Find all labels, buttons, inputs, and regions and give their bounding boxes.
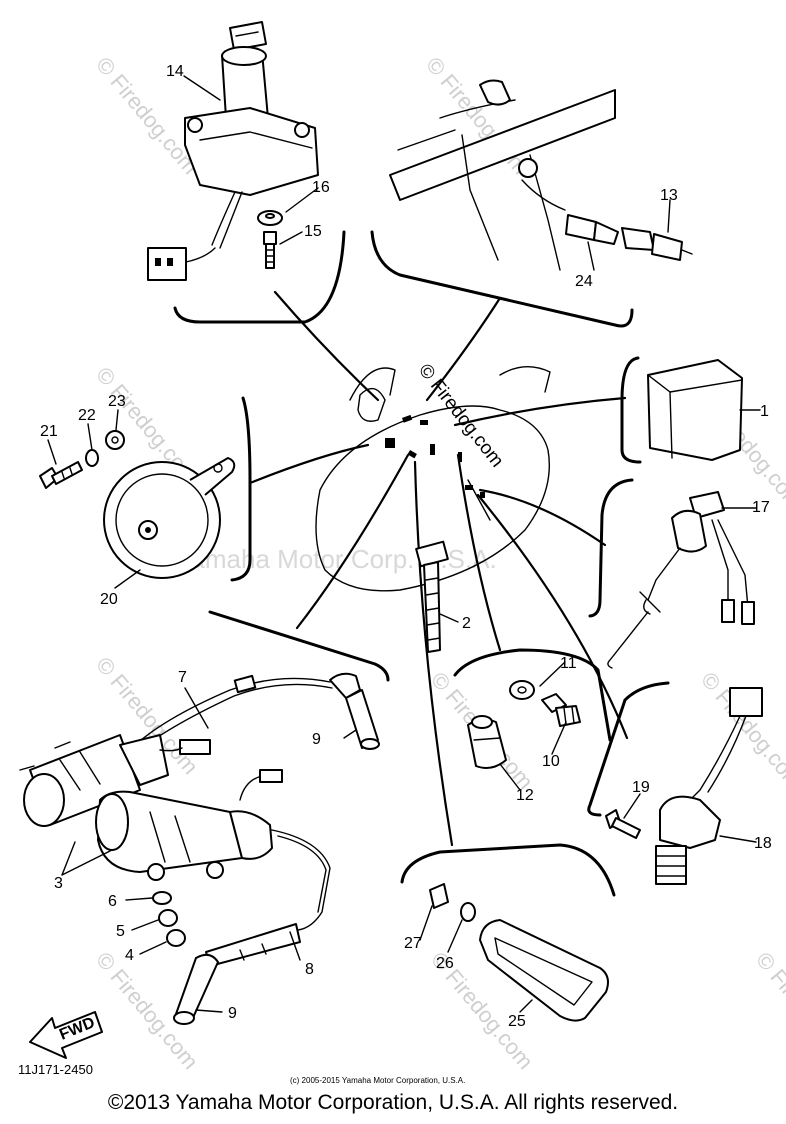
horn-part bbox=[103, 457, 236, 579]
callout-27: 27 bbox=[404, 935, 422, 952]
callout-12: 12 bbox=[516, 787, 534, 804]
main-switch-part bbox=[147, 21, 319, 281]
callout-7: 7 bbox=[178, 669, 187, 686]
fine-print: (c) 2005-2015 Yamaha Motor Corporation, … bbox=[290, 1076, 465, 1085]
group-leaders bbox=[248, 290, 629, 847]
callout-16: 16 bbox=[312, 179, 330, 196]
callout-23: 23 bbox=[108, 393, 126, 410]
grommet-26-27 bbox=[429, 883, 476, 922]
callout-4: 4 bbox=[125, 947, 134, 964]
central-frame bbox=[315, 366, 551, 592]
callout-14: 14 bbox=[166, 63, 184, 80]
callout-25: 25 bbox=[508, 1013, 526, 1030]
callout-9-top: 9 bbox=[312, 731, 321, 748]
cable-tie-part bbox=[415, 540, 449, 653]
reflector-25 bbox=[479, 919, 609, 1022]
callout-19: 19 bbox=[632, 779, 650, 796]
callout-15: 15 bbox=[304, 223, 322, 240]
callout-11: 11 bbox=[560, 655, 577, 672]
ignition-coil-3 bbox=[95, 769, 331, 967]
switch-parts-10-12 bbox=[467, 680, 581, 769]
callout-26: 26 bbox=[436, 955, 454, 972]
callout-8: 8 bbox=[305, 961, 314, 978]
callout-1: 1 bbox=[760, 403, 769, 420]
screw-19 bbox=[605, 809, 641, 839]
copyright-footer: ©2013 Yamaha Motor Corporation, U.S.A. A… bbox=[107, 1091, 679, 1114]
plug-cap-9-top bbox=[329, 672, 380, 750]
callout-13: 13 bbox=[660, 187, 678, 204]
callout-3: 3 bbox=[54, 875, 63, 892]
group-brackets bbox=[173, 230, 670, 897]
callout-21: 21 bbox=[40, 423, 58, 440]
callout-17: 17 bbox=[752, 499, 770, 516]
screw-washer-15-16 bbox=[257, 210, 283, 269]
forward-arrow: FWD bbox=[29, 1011, 103, 1059]
frame-connector-marks bbox=[385, 414, 485, 498]
callout-24: 24 bbox=[575, 273, 593, 290]
callout-2: 2 bbox=[462, 615, 471, 632]
callout-9-bottom: 9 bbox=[228, 1005, 237, 1022]
watermark-site-1: © Firedog.com bbox=[91, 52, 203, 179]
callout-leaders bbox=[47, 75, 761, 1013]
handlebar-part bbox=[389, 79, 693, 271]
callout-10: 10 bbox=[542, 753, 560, 770]
part-code: 11J171-2450 bbox=[18, 1062, 93, 1077]
sensor-18 bbox=[655, 687, 763, 885]
brake-switch-part bbox=[607, 491, 755, 669]
bolt-washers-21-23 bbox=[39, 430, 125, 489]
callout-6: 6 bbox=[108, 893, 117, 910]
callout-5: 5 bbox=[116, 923, 125, 940]
watermark-site-10: © Firedog.com bbox=[751, 947, 786, 1074]
callouts: 1 2 3 4 5 6 7 8 9 9 10 11 12 13 14 15 16… bbox=[40, 63, 772, 1030]
relay-part bbox=[647, 359, 743, 461]
nuts-washers-4-6 bbox=[152, 891, 186, 947]
ignition-coil-7 bbox=[19, 674, 333, 827]
callout-20: 20 bbox=[100, 591, 118, 608]
callout-22: 22 bbox=[78, 407, 96, 424]
plug-cap-9-bottom bbox=[173, 953, 219, 1025]
callout-18: 18 bbox=[754, 835, 772, 852]
